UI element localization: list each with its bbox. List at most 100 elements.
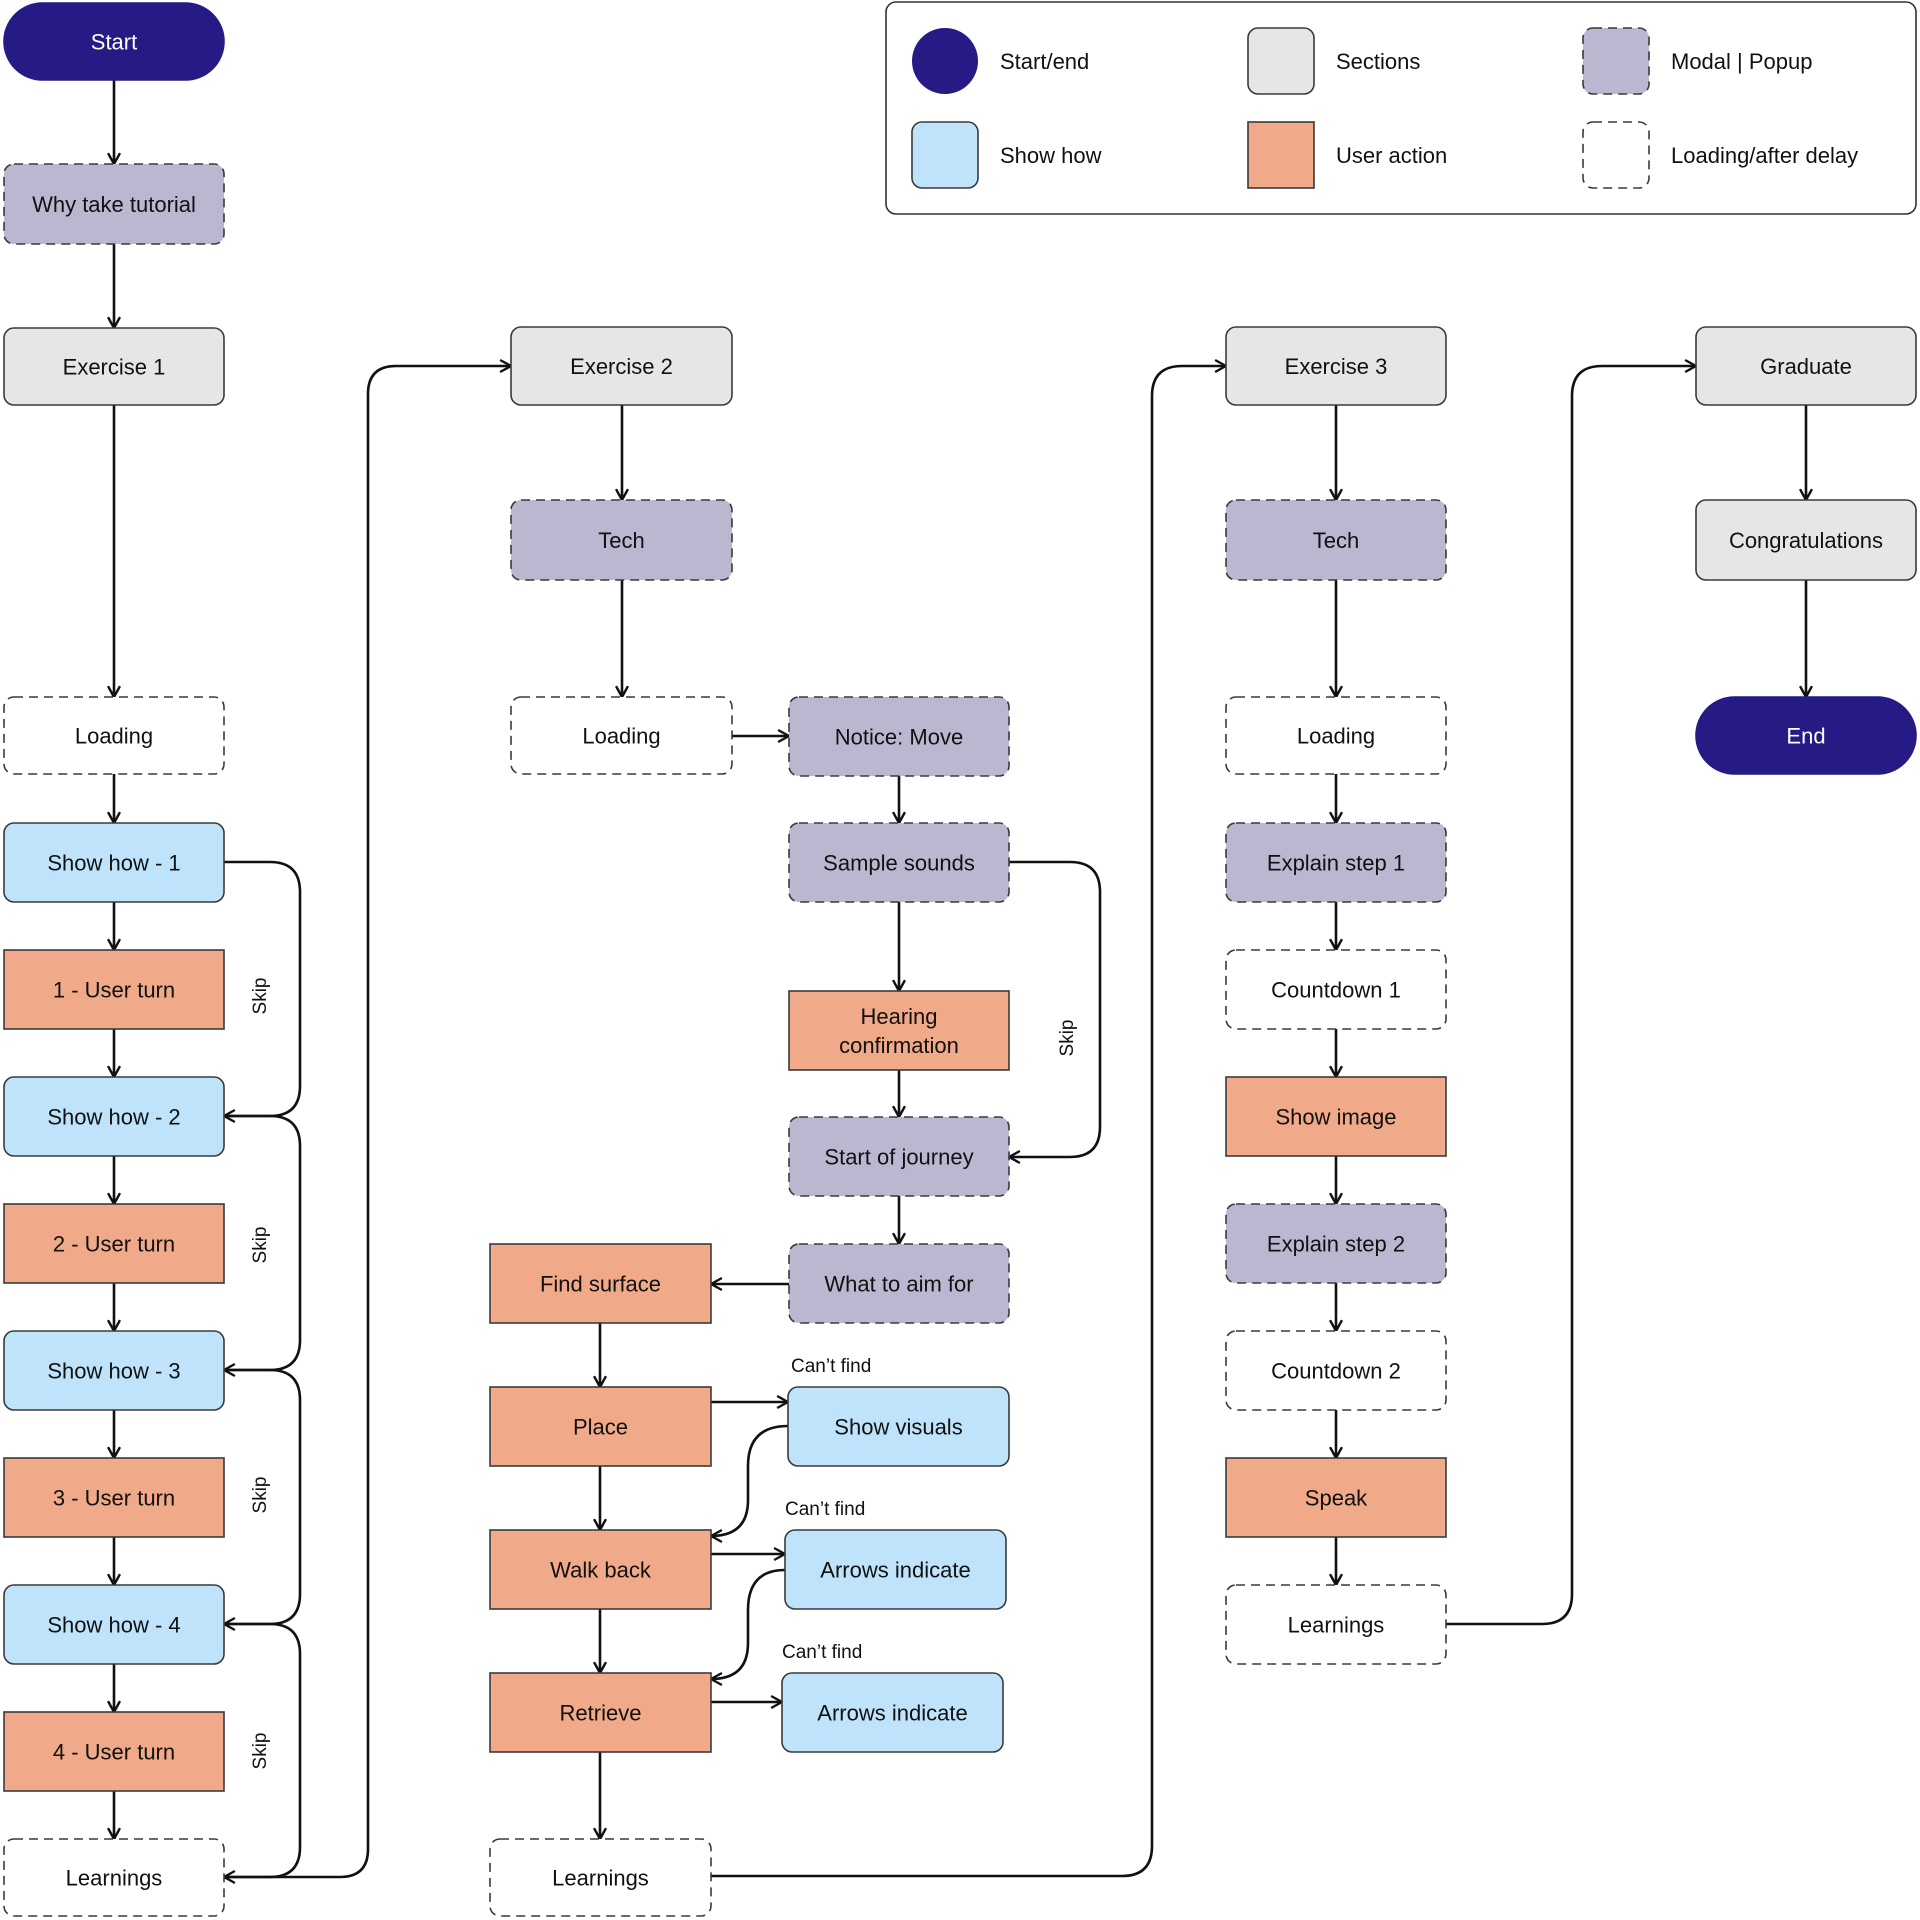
node-label: Speak: [1305, 1486, 1368, 1511]
node-label: Why take tutorial: [32, 192, 196, 217]
node-label: End: [1786, 724, 1825, 749]
node-learn3: Learnings: [1225, 1584, 1447, 1665]
node-label: Explain step 2: [1267, 1232, 1405, 1257]
node-shape-showhow: [787, 1386, 1010, 1467]
node-shape-section: [1695, 326, 1917, 406]
node-shape-modal: [788, 1116, 1010, 1197]
edge-visuals-to-walk: [709, 1424, 789, 1543]
node-label: Show how - 4: [47, 1613, 180, 1638]
legend-swatch-section: [1247, 27, 1315, 95]
node-label: Loading: [1297, 724, 1375, 749]
node-sh1: Show how - 1: [3, 822, 225, 903]
edge-label-can-t-find: Can’t find: [782, 1642, 862, 1663]
legend-swatch-useraction: [1247, 121, 1315, 189]
node-ut1: 1 - User turn: [3, 949, 225, 1030]
node-exp2: Explain step 2: [1225, 1203, 1447, 1284]
node-cd2: Countdown 2: [1225, 1330, 1447, 1411]
node-shape-modal: [788, 822, 1010, 903]
node-label: Tech: [598, 528, 644, 553]
node-label: Show how - 1: [47, 851, 180, 876]
node-label: 3 - User turn: [53, 1486, 175, 1511]
legend-label-section: Sections: [1336, 49, 1420, 74]
node-shape-loading: [489, 1838, 712, 1917]
node-visuals: Show visuals: [787, 1386, 1010, 1467]
edge-sh2-to-sh3: [222, 1114, 302, 1377]
node-ex3: Exercise 3: [1225, 326, 1447, 406]
legend-item-showhow: Show how: [911, 121, 1102, 189]
node-ex2: Exercise 2: [510, 326, 733, 406]
node-shape-useraction: [3, 1711, 225, 1792]
edge-label-skip: Skip: [250, 1733, 271, 1770]
node-label: What to aim for: [824, 1272, 973, 1297]
node-sh3: Show how - 3: [3, 1330, 225, 1411]
node-load1: Loading: [3, 696, 225, 775]
node-label: Sample sounds: [823, 851, 975, 876]
node-shape-section: [1695, 499, 1917, 581]
edge-label-skip: Skip: [1057, 1020, 1078, 1057]
node-shape-useraction: [489, 1243, 712, 1324]
edge-label-can-t-find: Can’t find: [785, 1499, 865, 1520]
node-ut4: 4 - User turn: [3, 1711, 225, 1792]
node-learn2: Learnings: [489, 1838, 712, 1917]
node-label: Learnings: [66, 1866, 163, 1891]
node-shape-modal: [788, 1243, 1010, 1324]
node-image: Show image: [1225, 1076, 1447, 1157]
edge-label-skip: Skip: [250, 978, 271, 1015]
legend-label-startend: Start/end: [1000, 49, 1089, 74]
legend-label-loading: Loading/after delay: [1671, 143, 1858, 168]
node-shape-useraction: [3, 949, 225, 1030]
node-cd1: Countdown 1: [1225, 949, 1447, 1030]
node-why: Why take tutorial: [3, 163, 225, 245]
node-arrows2: Arrows indicate: [781, 1672, 1004, 1753]
edge-sh3-to-sh4: [222, 1368, 302, 1631]
node-shape-modal: [3, 163, 225, 245]
node-shape-modal: [1225, 499, 1447, 581]
node-learn1: Learnings: [3, 1838, 225, 1917]
node-shape-showhow: [3, 822, 225, 903]
legend-frame: [885, 1, 1917, 215]
node-ut3: 3 - User turn: [3, 1457, 225, 1538]
node-shape-useraction: [1225, 1076, 1447, 1157]
node-shape-loading: [1225, 696, 1447, 775]
node-shape-showhow: [781, 1672, 1004, 1753]
node-shape-modal: [788, 696, 1010, 777]
node-label: Learnings: [552, 1866, 649, 1891]
node-journey: Start of journey: [788, 1116, 1010, 1197]
node-label: Countdown 1: [1271, 978, 1401, 1003]
node-exp1: Explain step 1: [1225, 822, 1447, 903]
node-start: Start: [3, 2, 225, 81]
node-shape-loading: [1225, 1330, 1447, 1411]
node-tech2: Tech: [510, 499, 733, 581]
edge-label-skip: Skip: [250, 1227, 271, 1264]
node-label: 2 - User turn: [53, 1232, 175, 1257]
legend-label-modal: Modal | Popup: [1671, 49, 1812, 74]
node-surface: Find surface: [489, 1243, 712, 1324]
node-label: Learnings: [1288, 1613, 1385, 1638]
node-label: Arrows indicate: [817, 1701, 967, 1726]
node-label: Congratulations: [1729, 528, 1883, 553]
node-shape-modal: [510, 499, 733, 581]
node-label: Exercise 1: [63, 355, 166, 380]
node-load3: Loading: [1225, 696, 1447, 775]
node-shape-showhow: [784, 1529, 1007, 1610]
node-label: Show visuals: [834, 1415, 962, 1440]
node-shape-startend: [3, 2, 225, 81]
legend-label-showhow: Show how: [1000, 143, 1102, 168]
node-shape-useraction: [489, 1529, 712, 1610]
node-label: Place: [573, 1415, 628, 1440]
node-notice: Notice: Move: [788, 696, 1010, 777]
node-shape-showhow: [3, 1076, 225, 1157]
node-sh4: Show how - 4: [3, 1584, 225, 1665]
node-shape-startend: [1695, 696, 1917, 775]
node-retrieve: Retrieve: [489, 1672, 712, 1753]
node-shape-section: [1225, 326, 1447, 406]
node-label: Countdown 2: [1271, 1359, 1401, 1384]
node-end: End: [1695, 696, 1917, 775]
node-shape-useraction: [1225, 1457, 1447, 1538]
node-label: Loading: [582, 724, 660, 749]
node-shape-loading: [1225, 949, 1447, 1030]
